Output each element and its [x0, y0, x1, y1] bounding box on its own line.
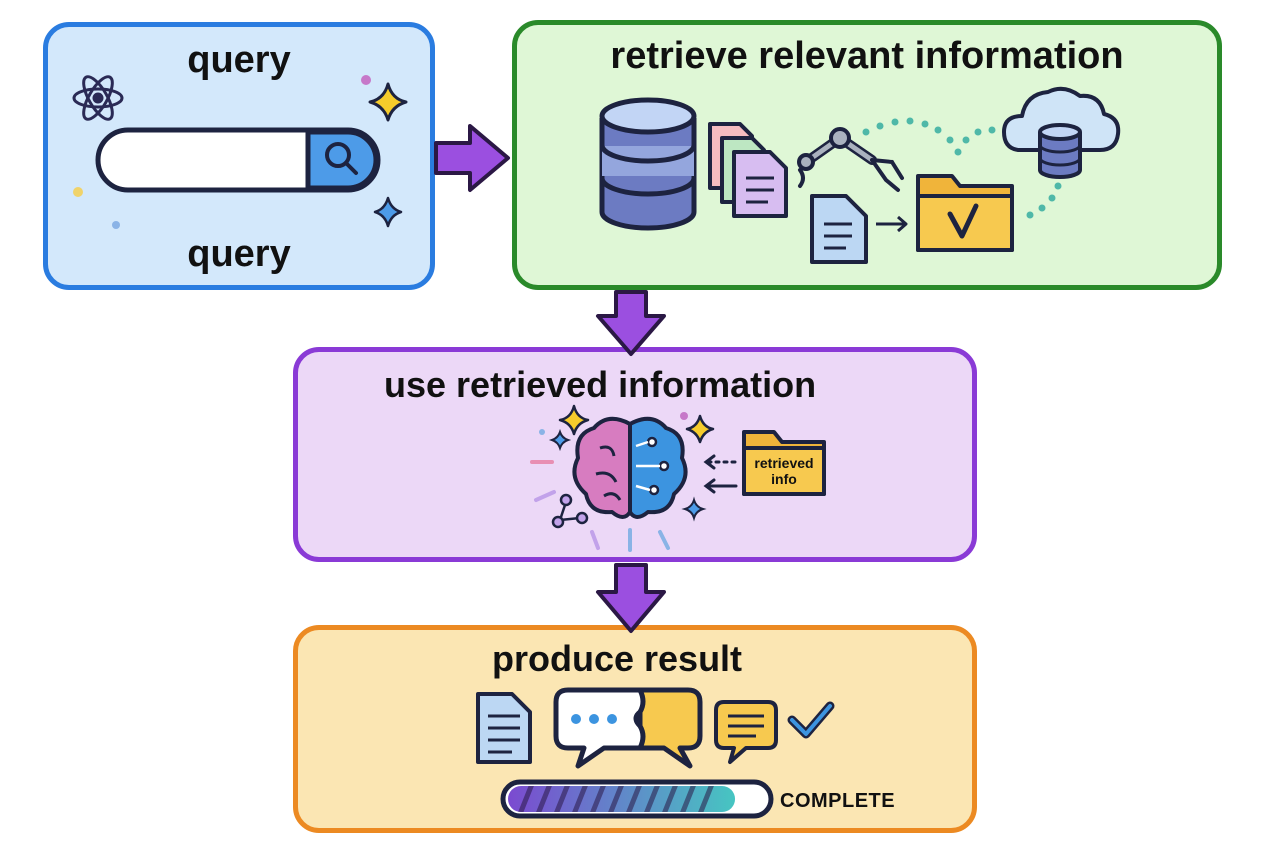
- produce-title: produce result: [492, 638, 743, 679]
- document-icon: [810, 194, 908, 264]
- query-title-bottom: query: [187, 233, 291, 275]
- progress-label: COMPLETE: [780, 790, 896, 812]
- folder-check-icon: [916, 174, 1014, 252]
- robot-arm-icon: [797, 127, 904, 192]
- glow-rays: [530, 460, 670, 552]
- arrow-use-to-produce: [596, 563, 666, 633]
- message-icon: [714, 700, 778, 764]
- check-icon: [787, 701, 835, 739]
- arrow-retrieve-to-use: [596, 290, 666, 356]
- database-icon: [599, 97, 697, 231]
- cloud-database-icon: [1002, 86, 1121, 179]
- folder-label-line2: info: [771, 471, 797, 487]
- progress-bar: [500, 779, 774, 819]
- chat-bubbles-icon: [553, 687, 703, 769]
- retrieve-title: retrieve relevant information: [610, 35, 1124, 77]
- incoming-arrows: [703, 454, 738, 494]
- folder-icon: [742, 430, 826, 496]
- folder-label: retrieved info: [743, 455, 825, 487]
- network-node-icon: [551, 493, 589, 529]
- use-node: use retrieved information: [293, 347, 977, 562]
- arrow-query-to-retrieve: [434, 124, 510, 192]
- sparkle-icon: [539, 404, 715, 522]
- brain-icon: [572, 416, 688, 519]
- search-bar: [95, 127, 381, 193]
- documents-icon: [708, 122, 788, 218]
- connection-dots: [862, 117, 1062, 219]
- folder-label-line1: retrieved: [754, 455, 814, 471]
- search-icon: [325, 142, 358, 175]
- document-icon: [476, 692, 532, 764]
- query-title-top: query: [187, 39, 291, 81]
- atom-icon: [72, 75, 124, 121]
- sparkle-icon: [73, 75, 408, 229]
- use-title: use retrieved information: [384, 364, 817, 405]
